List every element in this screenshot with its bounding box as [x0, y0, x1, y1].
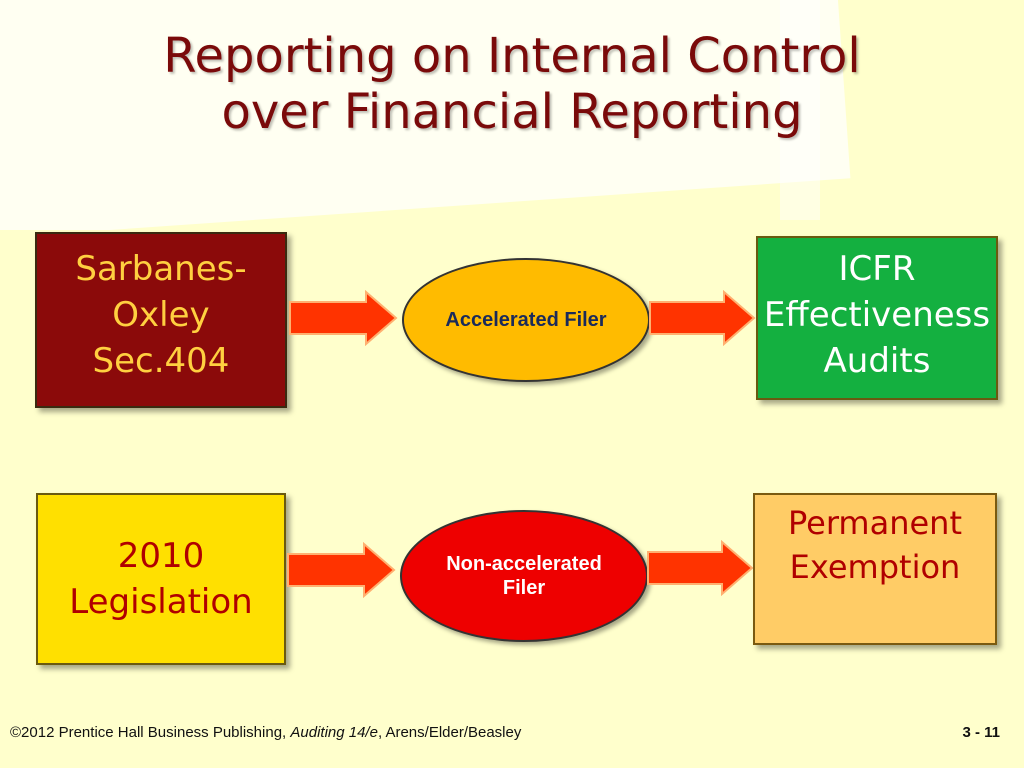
sox-line-3: Sec.404: [92, 341, 230, 381]
arrow-right-icon: [649, 290, 756, 346]
exemption-line-2: Exemption: [789, 548, 961, 586]
sarbanes-oxley-box: Sarbanes- Oxley Sec.404: [35, 232, 287, 408]
arrow-right-icon: [289, 290, 398, 346]
permanent-exemption-box: Permanent Exemption: [753, 493, 997, 645]
icfr-line-3: Audits: [823, 341, 931, 381]
footer-book-title: Auditing 14/e: [290, 724, 378, 741]
non-accelerated-line-2: Filer: [502, 577, 546, 599]
accelerated-filer-label: Accelerated Filer: [445, 309, 607, 331]
sox-line-2: Oxley: [112, 295, 210, 335]
icfr-line-1: ICFR: [838, 249, 916, 289]
accelerated-filer-ellipse: Accelerated Filer: [402, 258, 650, 382]
legislation-2010-box: 2010 Legislation: [36, 493, 286, 665]
title-line-1: Reporting on Internal Control: [163, 28, 861, 84]
footer-publisher: ©2012 Prentice Hall Business Publishing,: [10, 724, 291, 741]
icfr-line-2: Effectiveness: [763, 295, 991, 335]
slide-number: 3 - 11: [962, 724, 1000, 741]
slide-title: Reporting on Internal Control over Finan…: [0, 28, 1024, 140]
arrow-right-icon: [287, 542, 396, 598]
footer-authors: , Arens/Elder/Beasley: [377, 724, 522, 741]
exemption-line-1: Permanent: [787, 504, 962, 542]
legislation-line-1: 2010: [117, 536, 205, 576]
sox-line-1: Sarbanes-: [75, 249, 247, 289]
arrow-right-icon: [647, 540, 754, 596]
icfr-audits-box: ICFR Effectiveness Audits: [756, 236, 998, 400]
non-accelerated-line-1: Non-accelerated: [446, 553, 602, 575]
title-line-2: over Financial Reporting: [221, 84, 803, 140]
non-accelerated-filer-ellipse: Non-accelerated Filer: [400, 510, 648, 642]
legislation-line-2: Legislation: [69, 582, 253, 622]
footer-copyright: ©2012 Prentice Hall Business Publishing,…: [10, 724, 521, 741]
